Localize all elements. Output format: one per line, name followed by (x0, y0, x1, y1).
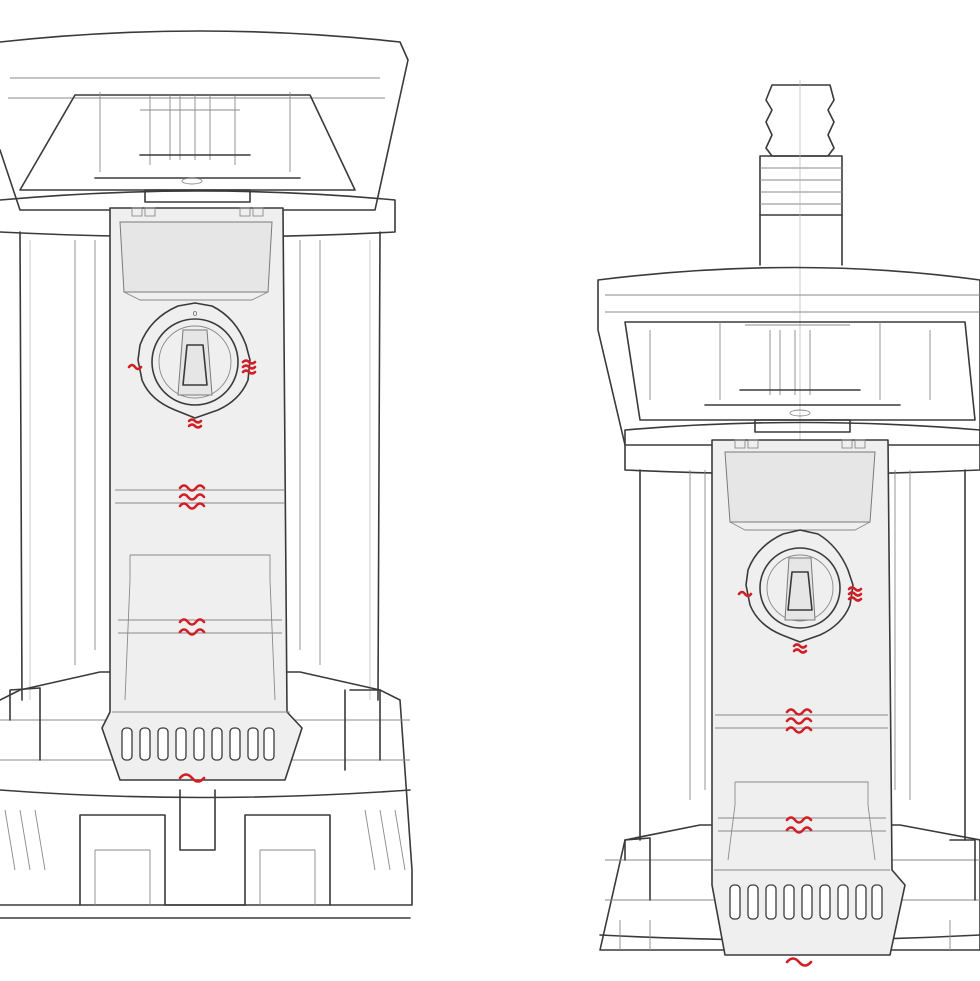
pump-base-small (599, 824, 980, 951)
pump-large-view: 0 (0, 30, 413, 919)
control-panel-small (711, 439, 906, 956)
mode-dial-small (745, 529, 854, 643)
pump-small-view (597, 80, 980, 967)
pump-top-cap-small (597, 266, 980, 446)
wave-marks-small (737, 586, 863, 967)
vent-slots-small (729, 884, 883, 920)
pump-top-cap (0, 30, 409, 211)
vent-slots-large (121, 727, 275, 761)
mode-dial-large: 0 (137, 302, 251, 419)
wave-marks-large (127, 359, 257, 783)
dial-mark: 0 (193, 310, 197, 318)
